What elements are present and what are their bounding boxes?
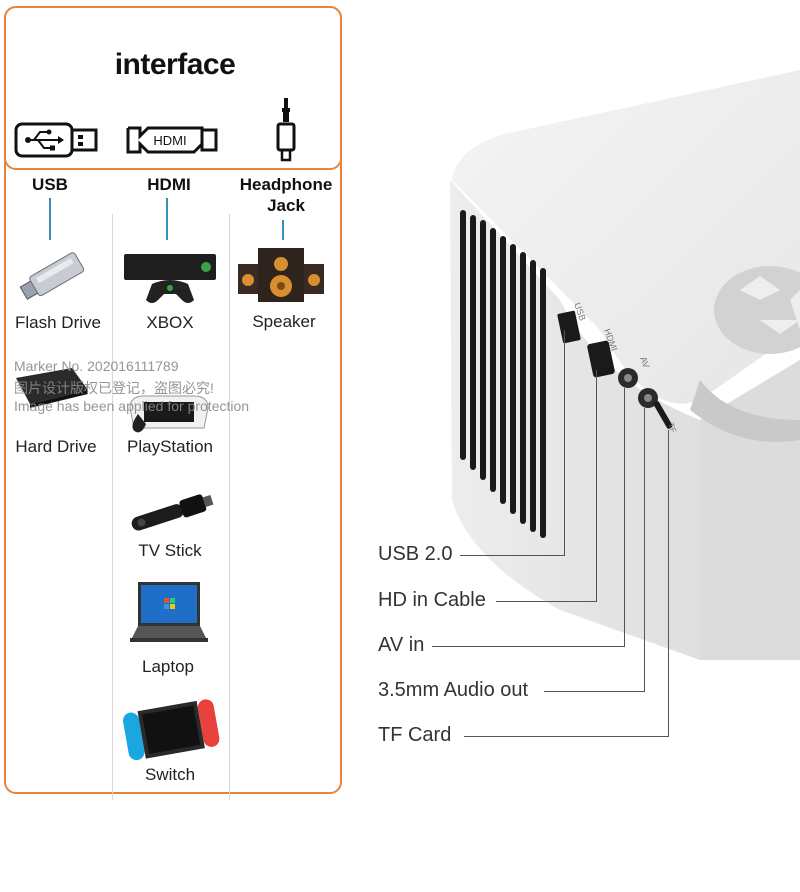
nintendo-switch-icon [122,699,220,760]
hdmi-plug-icon: HDMI [126,126,218,154]
device-label: XBOX [146,313,194,332]
port-label-tf-card: TF Card [378,724,452,746]
device-label: Flash Drive [15,313,101,332]
tv-stick-icon [131,494,214,531]
watermark-line: Image has been applied for protection [14,398,250,414]
leader-line [460,555,564,556]
port-label-audio-out: 3.5mm Audio out [378,679,529,701]
speaker-icon [238,248,324,302]
leader-line [432,646,624,647]
device-label: TV Stick [138,541,202,560]
device-label: PlayStation [127,437,213,456]
xbox-icon [124,254,216,303]
column-separator [229,214,230,800]
headphone-jack-icon [276,98,296,162]
port-label-usb: USB 2.0 [378,543,453,565]
column-label-hdmi: HDMI [147,175,191,194]
svg-text:HDMI: HDMI [153,133,186,148]
hdmi-connector-line [166,198,168,240]
leader-line [496,601,596,602]
device-label: Hard Drive [15,437,97,456]
column-label-jack: Headphone Jack [239,175,333,215]
leader-line [564,330,565,556]
leader-line [596,370,597,602]
usb-plug-icon [14,122,98,158]
flash-drive-icon [19,252,85,300]
laptop-icon [130,582,208,642]
port-label-av: AV in [378,634,425,656]
device-label: Switch [144,765,196,784]
leader-line [644,408,645,692]
leader-line [544,691,644,692]
playstation-icon [129,395,209,433]
watermark-line: Marker No. 202016111789 [14,358,179,374]
interface-header-box: interface HDMI [4,6,342,170]
svg-text:TF: TF [666,422,678,434]
port-label-hdmi: HD in Cable [378,589,486,611]
leader-line [464,736,668,737]
column-label-usb: USB [32,175,68,194]
hard-drive-icon [16,368,88,408]
leader-line [624,388,625,647]
device-label: Laptop [142,657,194,676]
watermark-line: 图片设计版权已登记，盗图必究! [14,380,214,396]
jack-connector-line [282,220,284,240]
svg-text:AV: AV [638,355,651,369]
usb-connector-line [49,198,51,240]
device-label: Speaker [252,312,316,331]
leader-line [668,430,669,737]
interface-title: interface [114,48,236,81]
column-separator [112,214,113,800]
